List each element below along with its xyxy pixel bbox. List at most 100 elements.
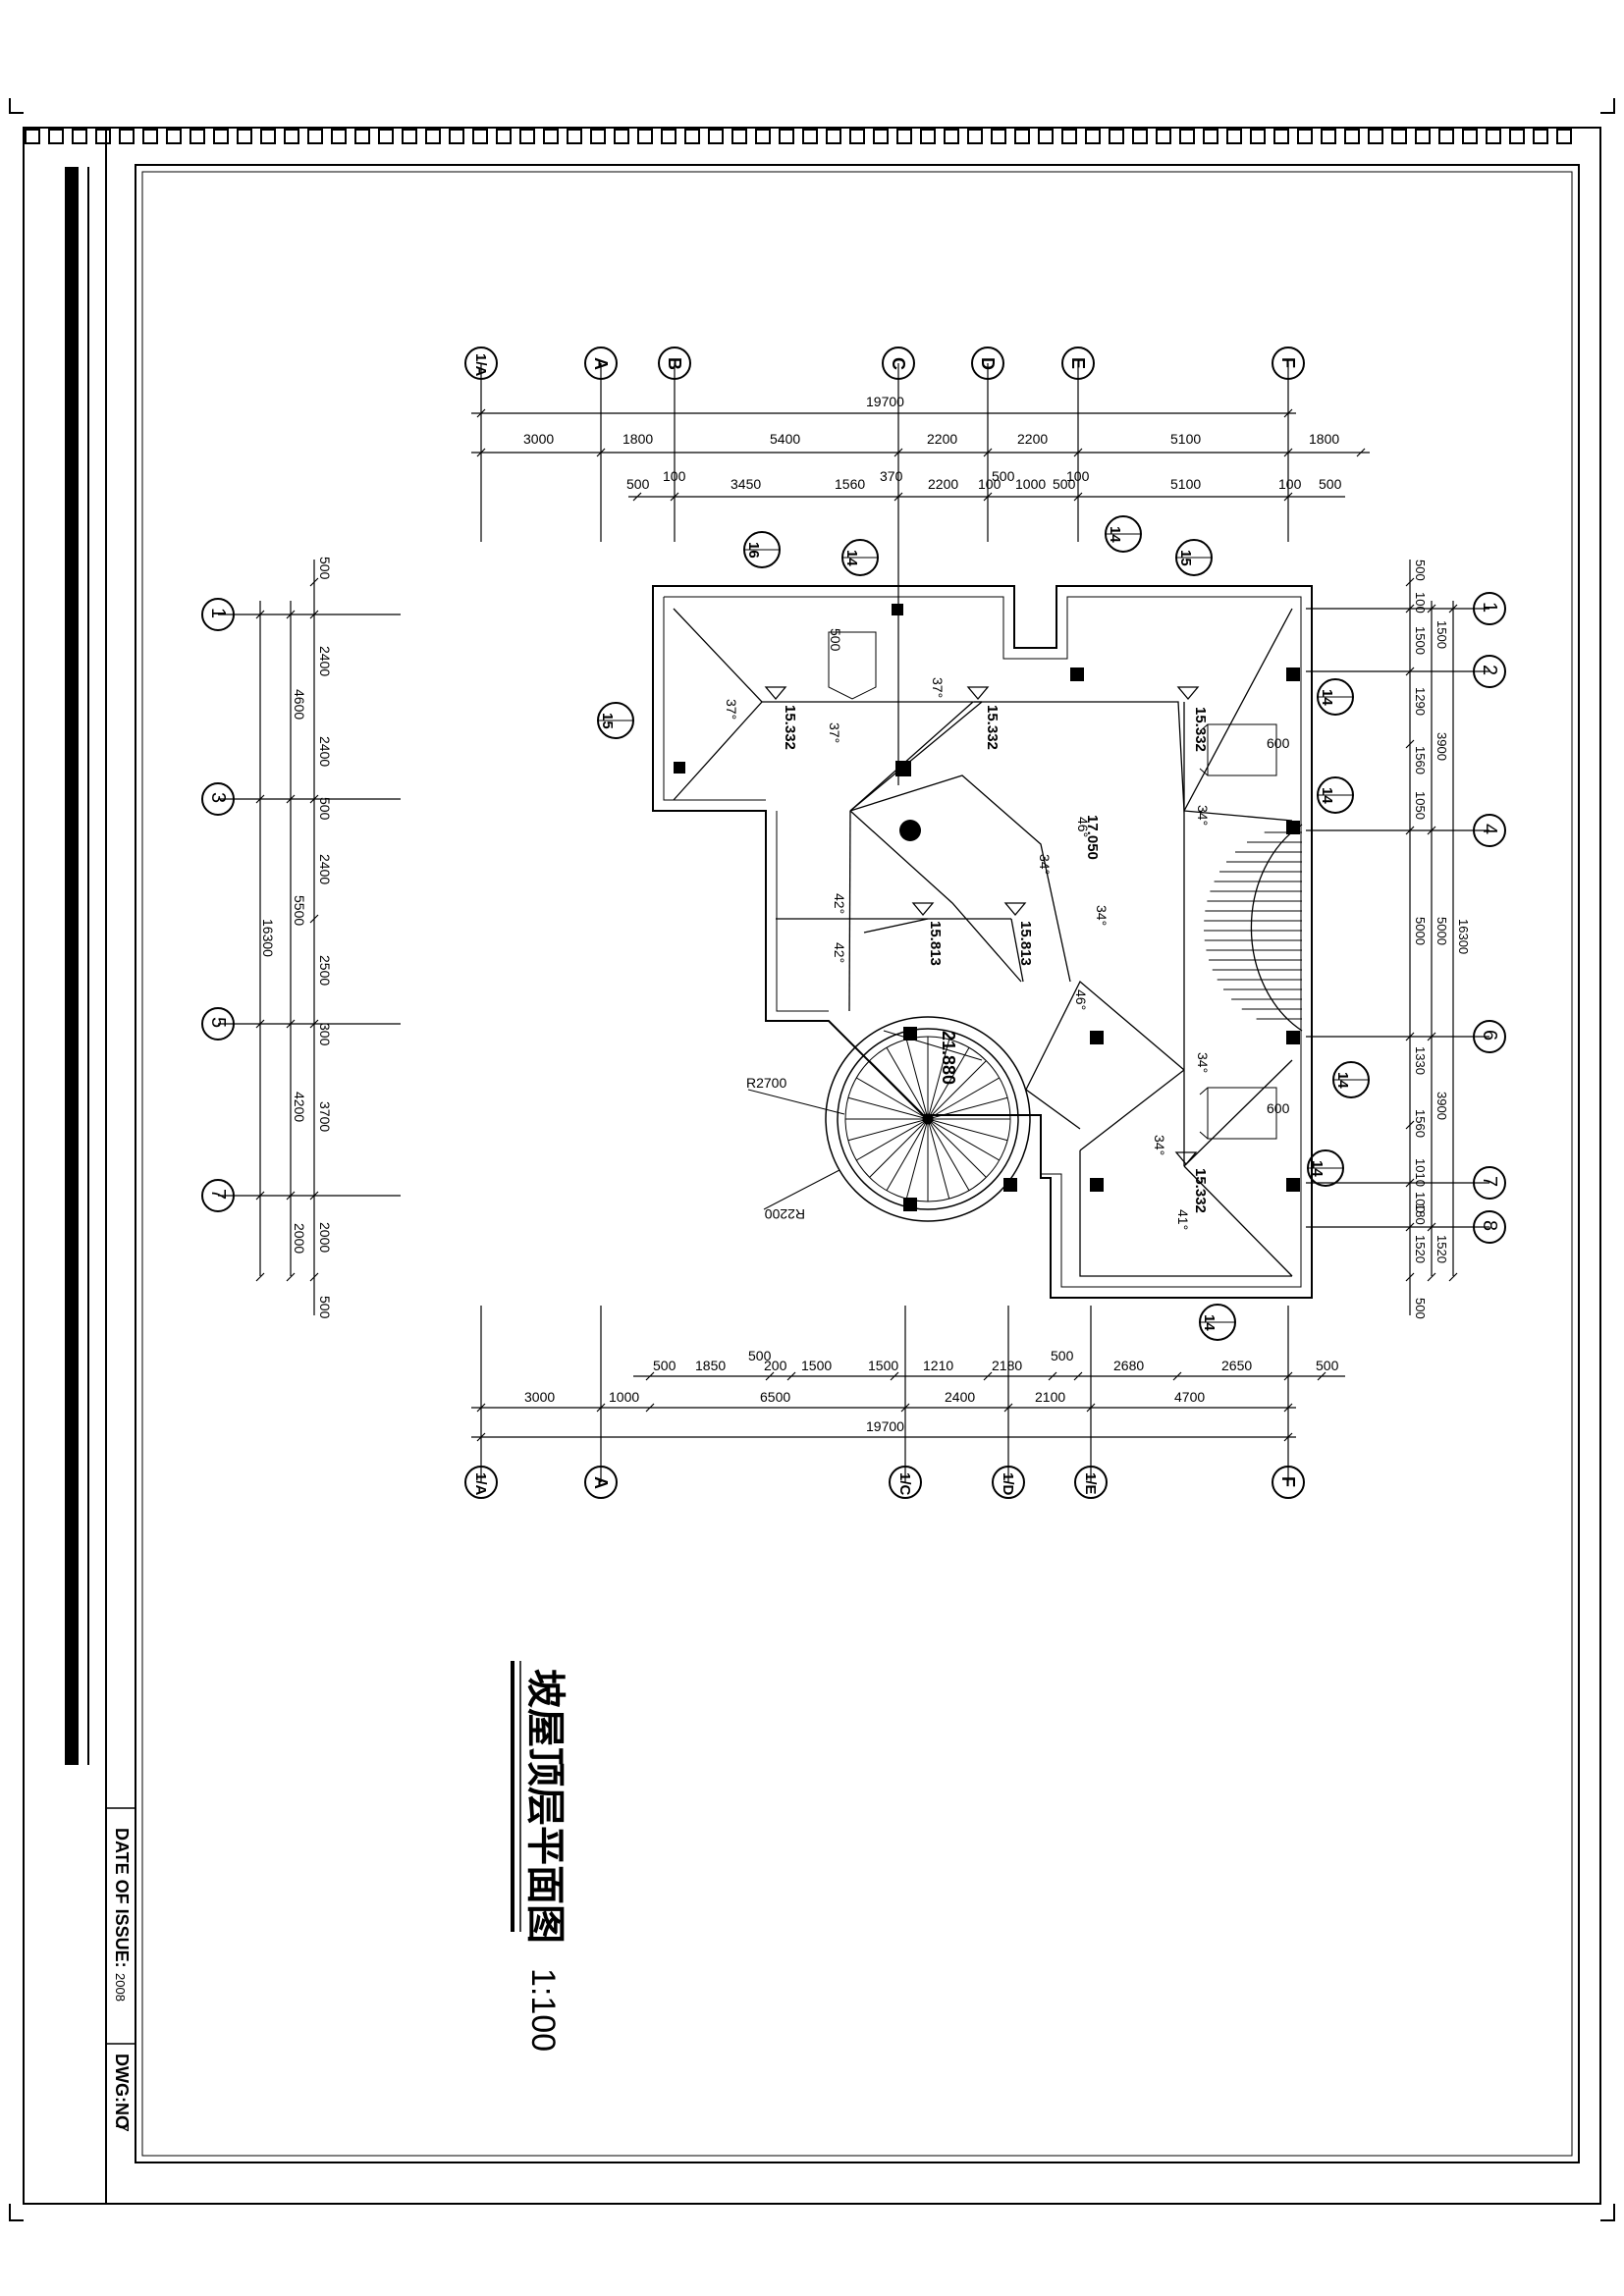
radius-labels: R2700 R2200 600 600 500 (746, 628, 1290, 1222)
stair-tread (927, 1118, 970, 1191)
axis-bubble: 1 (201, 598, 235, 631)
dim-text: 500 (1319, 476, 1342, 492)
axis-bubble: C (882, 347, 915, 380)
perforation-square (472, 129, 488, 144)
stair-tread (927, 1118, 1008, 1142)
dim-text: 1500 (868, 1358, 898, 1373)
perforation-square (1556, 129, 1572, 144)
stair-tread (927, 1118, 1000, 1161)
dim-text: 200 (764, 1358, 787, 1373)
axis-bubble: F (1272, 347, 1305, 380)
axis-bubble: A (584, 1466, 618, 1499)
slope-label: 46° (1075, 817, 1091, 837)
dim-text: 19700 (866, 1418, 904, 1434)
perforation-square (1344, 129, 1360, 144)
perforation-square (1203, 129, 1218, 144)
dim-text: 300 (317, 1023, 333, 1046)
spiral-treads (845, 1037, 1010, 1201)
svg-text:1/C: 1/C (896, 1472, 913, 1496)
perforation-square (284, 129, 299, 144)
slope-label: 42° (832, 893, 847, 914)
perforation-square (826, 129, 841, 144)
slope-label: 34° (1195, 805, 1211, 826)
dim-text: 3450 (731, 476, 761, 492)
elevation-label: 15.813 (1017, 921, 1034, 966)
perforation-square (402, 129, 417, 144)
dim-text: 1800 (1309, 431, 1339, 447)
right-axis-lines (1306, 560, 1489, 1315)
dim-text: 2680 (1113, 1358, 1144, 1373)
spiral-tower (747, 1016, 1031, 1222)
stair-tread (905, 1118, 929, 1200)
perforation-square (72, 129, 87, 144)
svg-text:4: 4 (1479, 824, 1500, 834)
svg-text:E: E (1068, 357, 1088, 369)
offset-label: 600 (1267, 735, 1290, 751)
perforation-square (1156, 129, 1171, 144)
svg-text:1/D: 1/D (1000, 1472, 1016, 1496)
perforation-strip (25, 129, 1572, 144)
radius-label: R2700 (746, 1075, 786, 1091)
dim-text: 1800 (623, 431, 653, 447)
top-axis-bubbles: 1/A A B C D E F (464, 347, 1305, 380)
dim-text: 1000 (609, 1389, 639, 1405)
elevation-label: 15.813 (927, 921, 944, 966)
stair-tread (927, 1118, 987, 1178)
stair-tread (847, 1096, 929, 1120)
perforation-square (567, 129, 582, 144)
dim-text: 1560 (835, 476, 865, 492)
perforation-square (307, 129, 323, 144)
svg-text:7: 7 (1479, 1176, 1500, 1187)
dim-text: 500 (653, 1358, 677, 1373)
dim-text: 3900 (1435, 732, 1449, 761)
detail-ref-bubble: 14 (1317, 776, 1354, 814)
stair-tread (927, 1118, 950, 1200)
perforation-square (1014, 129, 1030, 144)
slope-label: 37° (930, 677, 946, 698)
drawing-title: 坡屋顶层平面图 (523, 1669, 567, 1944)
drawing-title-group: 坡屋顶层平面图 1:100 (511, 1661, 567, 2052)
roof-outline (652, 585, 1313, 1299)
dim-text: 6500 (760, 1389, 790, 1405)
perforation-square (873, 129, 889, 144)
elevation-triangles (764, 686, 1200, 1166)
perforation-square (1368, 129, 1383, 144)
dim-text: 4700 (1174, 1389, 1205, 1405)
svg-text:D: D (978, 357, 998, 370)
stair-tread (886, 1118, 929, 1191)
dim-text: 4200 (292, 1092, 307, 1122)
bottom-dimension-text: 500 1850 500 200 1500 1500 1210 2180 500… (524, 1348, 1339, 1434)
drawing-scale: 1:100 (524, 1968, 562, 2052)
perforation-square (661, 129, 677, 144)
binding-bars (65, 167, 89, 1765)
elevation-label: 15.332 (1192, 1168, 1209, 1213)
dim-text: 180 (1413, 1203, 1428, 1225)
dim-text: 500 (748, 1348, 772, 1363)
left-axis-lines (218, 560, 401, 1315)
perforation-square (779, 129, 794, 144)
bottom-axis-lines (480, 1306, 1289, 1482)
elevation-markers: 15.332 15.332 15.332 17.050 15.813 15.81… (782, 705, 1209, 1213)
perforation-square (731, 129, 747, 144)
dim-text: 1330 (1413, 1046, 1428, 1075)
perforation-square (1179, 129, 1195, 144)
perforation-square (991, 129, 1006, 144)
axis-bubble: 2 (1473, 655, 1506, 688)
dim-text: 1010 (1413, 1158, 1428, 1187)
stair-tread (927, 1096, 1008, 1120)
bottom-dimension-lines (471, 1371, 1345, 1442)
perforation-square (48, 129, 64, 144)
svg-text:2: 2 (1479, 665, 1500, 675)
slope-labels: 37° 37° 37° 34° 34° 34° 46° 42° 42° 46° … (724, 677, 1211, 1230)
stair-tread (886, 1047, 929, 1120)
dim-text: 1520 (1413, 1235, 1428, 1263)
offset-label: 500 (828, 628, 843, 652)
axis-bubble: 4 (1473, 814, 1506, 847)
dim-text: 500 (626, 476, 650, 492)
dim-text: 4600 (292, 689, 307, 720)
svg-text:1: 1 (207, 608, 229, 618)
detail-ref-bubble: 15 (1175, 539, 1213, 576)
slope-label: 46° (1073, 989, 1089, 1010)
dim-text: 2100 (1035, 1389, 1065, 1405)
perforation-square (590, 129, 606, 144)
